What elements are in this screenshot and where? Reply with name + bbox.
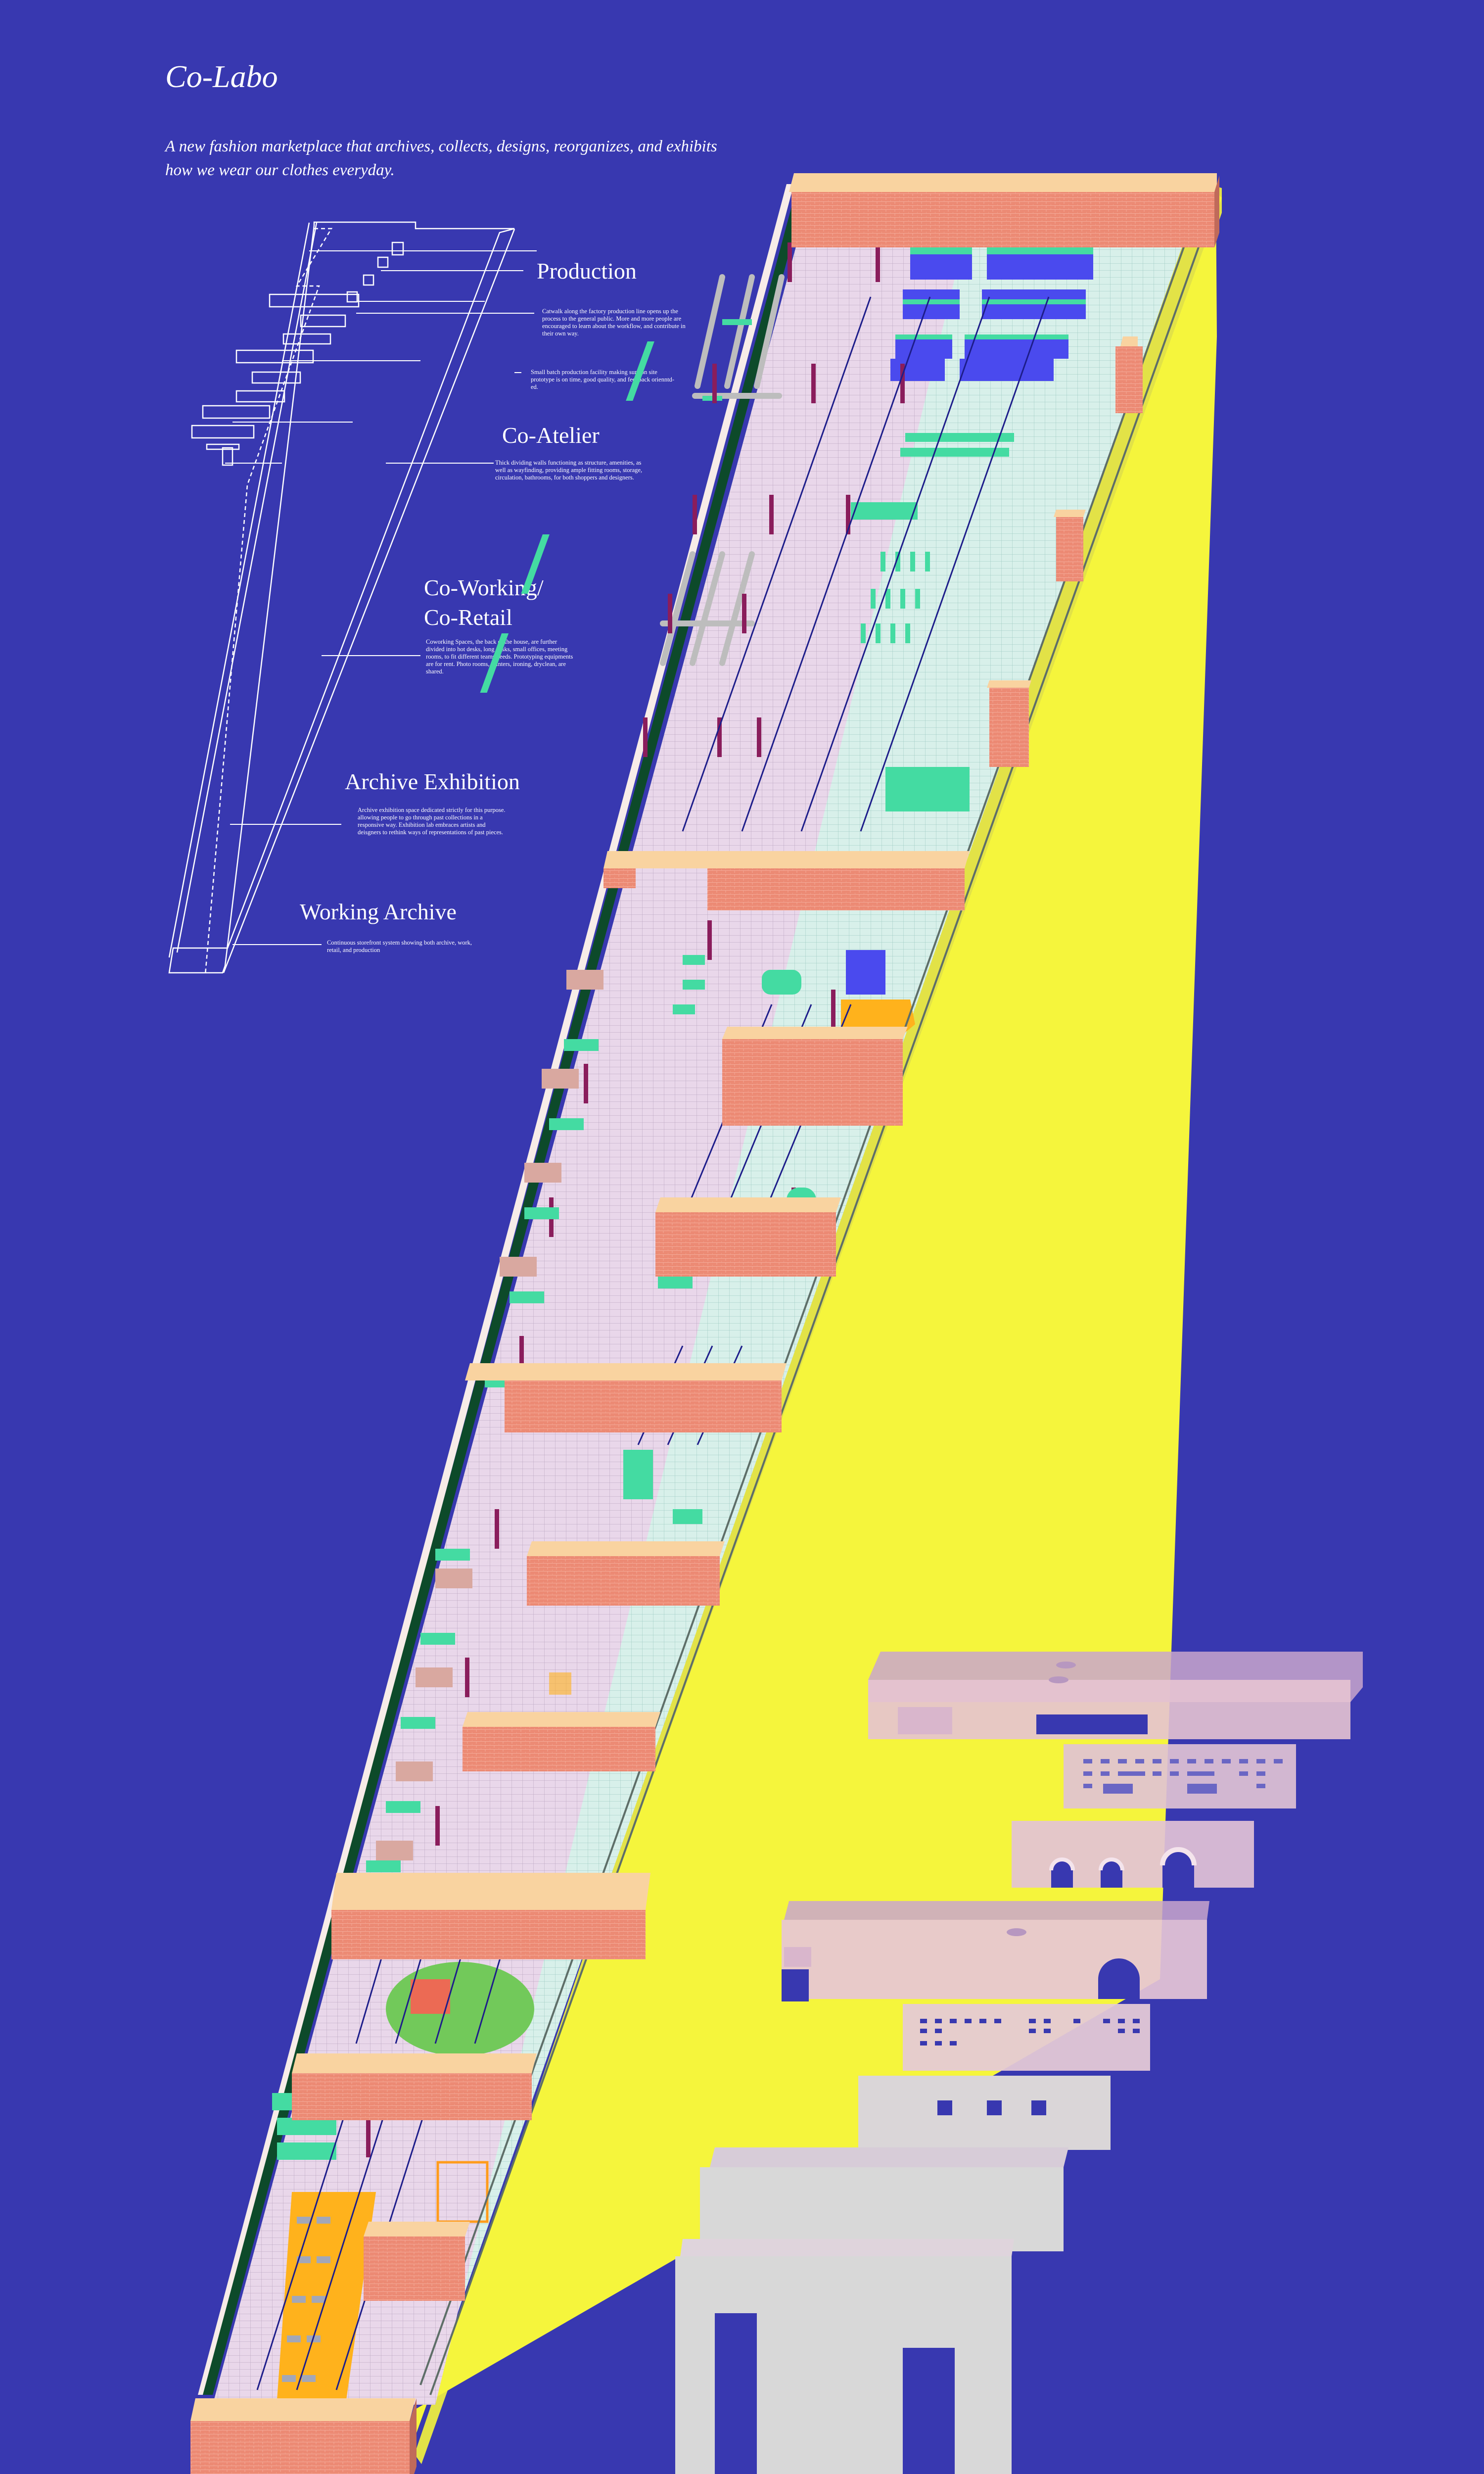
program-title-co-atelier: Co-Atelier [502,423,600,448]
program-title-production: Production [537,258,637,284]
leader-line [232,944,322,945]
program-title-archive-exhibition: Archive Exhibition [345,769,520,794]
program-desc-co-atelier: Thick dividing walls functioning as stru… [495,459,643,481]
program-desc-archive-exhibition: Archive exhibition space dedicated stric… [358,807,506,836]
poster-title: Co-Labo [165,59,278,94]
poster-subtitle: A new fashion marketplace that archives,… [165,138,717,179]
leader-line [322,655,420,656]
leader-line [514,372,521,373]
dividing-walls [190,173,1219,2474]
program-desc-production-catwalk: Catwalk along the factory production lin… [542,308,686,337]
program-desc-working-archive: Continuous storefront system showing bot… [327,939,472,953]
leader-line [356,313,534,314]
production-zone [660,247,1093,811]
leader-line [230,824,341,825]
program-title-co-retail: Co-Retail [424,605,512,630]
leader-line [386,463,494,464]
program-title-working-archive: Working Archive [300,899,457,924]
